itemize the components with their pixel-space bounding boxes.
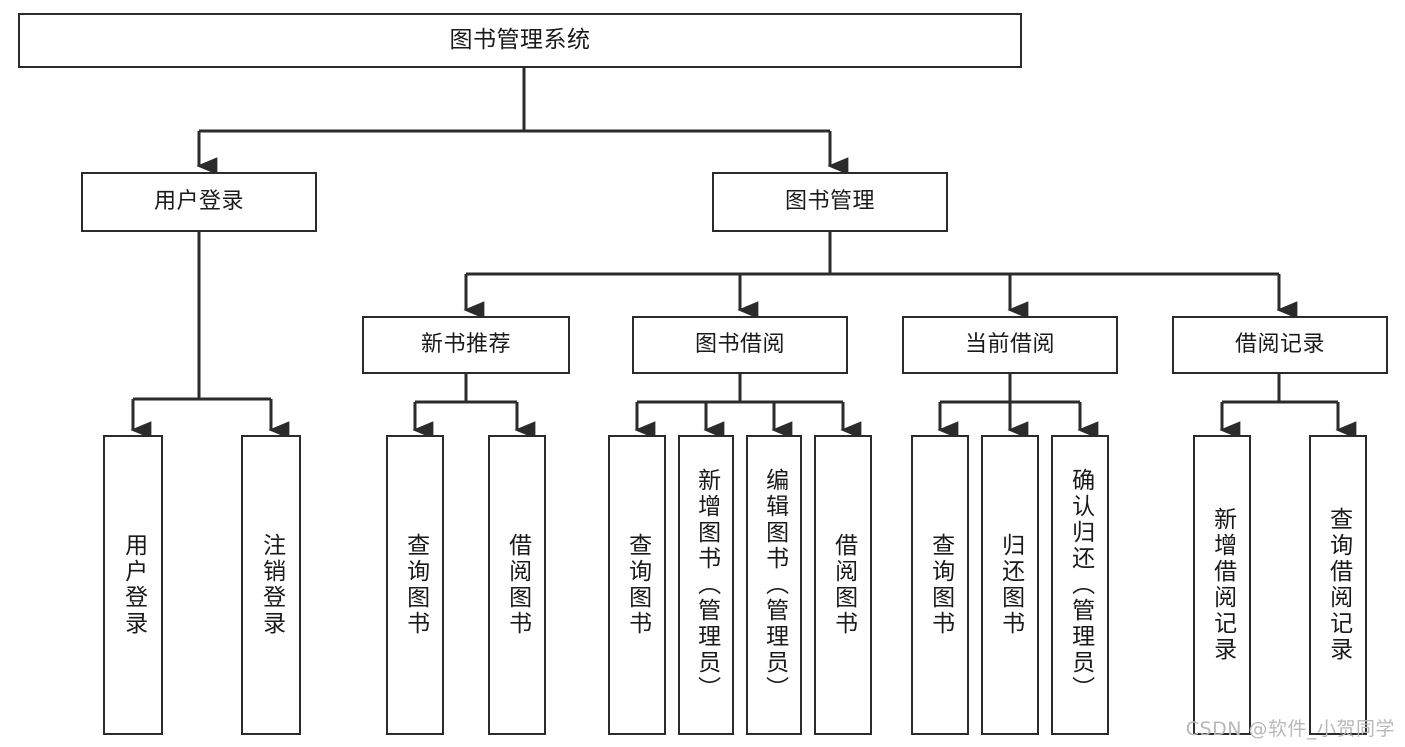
node-leaf-user-login-label: 用户登录	[120, 533, 147, 637]
node-leaf-confirm-return-admin-label: 确认归还（管理员）	[1067, 468, 1094, 702]
node-leaf-borrow-book-1[interactable]: 借阅图书	[488, 435, 546, 735]
node-leaf-add-book-admin[interactable]: 新增图书（管理员）	[678, 435, 734, 735]
node-user-login-label: 用户登录	[153, 188, 244, 214]
node-leaf-logout-login[interactable]: 注销登录	[241, 435, 301, 735]
node-leaf-logout-login-label: 注销登录	[258, 533, 285, 637]
node-leaf-query-book-3-label: 查询图书	[927, 533, 954, 637]
node-root-book-management-system[interactable]: 图书管理系统	[18, 13, 1022, 68]
node-leaf-return-book[interactable]: 归还图书	[981, 435, 1039, 735]
csdn-watermark: CSDN @软件_小贺同学	[1185, 718, 1395, 740]
node-borrow-record-label: 借阅记录	[1234, 331, 1325, 357]
node-leaf-edit-book-admin-label: 编辑图书（管理员）	[761, 468, 788, 702]
node-leaf-add-borrow-record-label: 新增借阅记录	[1209, 507, 1236, 663]
node-leaf-query-book-1-label: 查询图书	[402, 533, 429, 637]
node-leaf-query-book-3[interactable]: 查询图书	[911, 435, 969, 735]
node-current-borrow[interactable]: 当前借阅	[902, 316, 1118, 374]
node-user-login[interactable]: 用户登录	[81, 172, 317, 232]
node-leaf-query-borrow-record[interactable]: 查询借阅记录	[1309, 435, 1367, 735]
node-book-borrow-label: 图书借阅	[694, 331, 785, 357]
node-leaf-borrow-book-2-label: 借阅图书	[830, 533, 857, 637]
node-leaf-query-book-2[interactable]: 查询图书	[608, 435, 666, 735]
node-new-book-recommend-label: 新书推荐	[420, 331, 511, 357]
node-leaf-borrow-book-2[interactable]: 借阅图书	[814, 435, 872, 735]
node-new-book-recommend[interactable]: 新书推荐	[362, 316, 570, 374]
node-root-label: 图书管理系统	[449, 26, 591, 53]
node-leaf-borrow-book-1-label: 借阅图书	[504, 533, 531, 637]
node-book-management-label: 图书管理	[784, 188, 875, 214]
node-leaf-query-book-1[interactable]: 查询图书	[386, 435, 444, 735]
node-leaf-add-book-admin-label: 新增图书（管理员）	[693, 468, 720, 702]
node-book-borrow[interactable]: 图书借阅	[632, 316, 848, 374]
node-current-borrow-label: 当前借阅	[964, 331, 1055, 357]
node-leaf-query-borrow-record-label: 查询借阅记录	[1325, 507, 1352, 663]
node-leaf-user-login[interactable]: 用户登录	[103, 435, 163, 735]
node-leaf-edit-book-admin[interactable]: 编辑图书（管理员）	[746, 435, 802, 735]
node-leaf-add-borrow-record[interactable]: 新增借阅记录	[1193, 435, 1251, 735]
node-leaf-query-book-2-label: 查询图书	[624, 533, 651, 637]
node-borrow-record[interactable]: 借阅记录	[1172, 316, 1388, 374]
node-leaf-confirm-return-admin[interactable]: 确认归还（管理员）	[1051, 435, 1109, 735]
node-leaf-return-book-label: 归还图书	[997, 533, 1024, 637]
node-book-management[interactable]: 图书管理	[712, 172, 948, 232]
